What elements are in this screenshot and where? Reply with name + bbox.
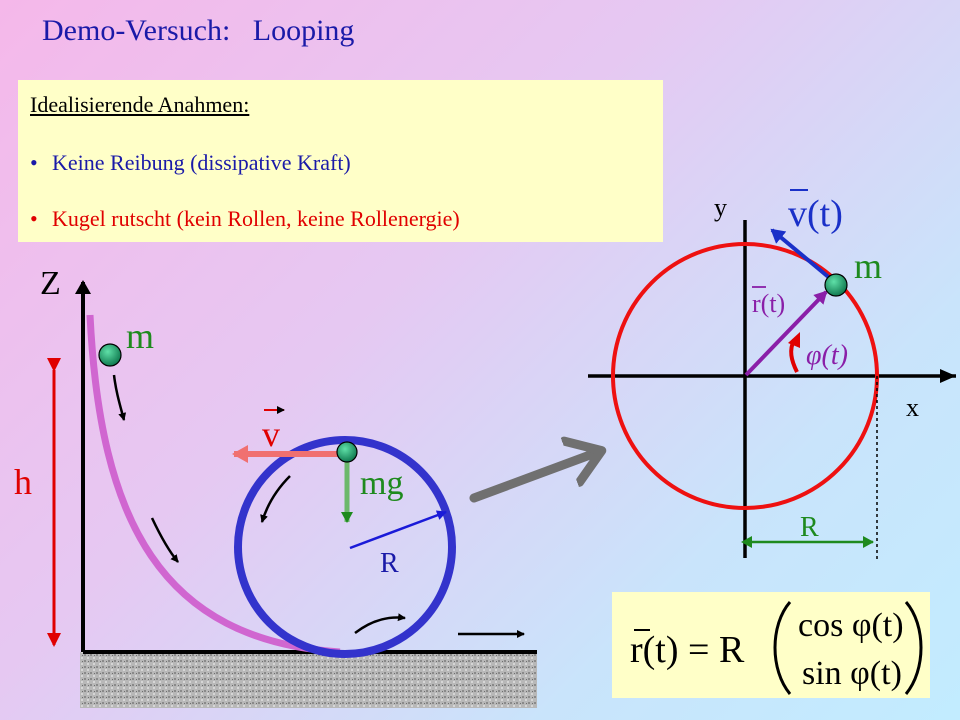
angle-label: φ(t) <box>806 340 848 371</box>
assumptions-box: Idealisierende Anahmen: • Keine Reibung (… <box>18 80 663 242</box>
position-label: r(t) <box>752 289 785 318</box>
assumption-text-friction: Keine Reibung (dissipative Kraft) <box>52 150 351 175</box>
x-axis-arrowhead <box>940 369 956 383</box>
velocity-label: v <box>262 414 280 454</box>
motion-arrow <box>260 475 291 523</box>
position-vector <box>744 290 828 377</box>
gravity-label: mg <box>360 465 403 502</box>
radius-label-right: R <box>800 512 819 543</box>
transition-arrow <box>469 452 598 503</box>
radius-arrow <box>349 510 447 550</box>
ball-circle <box>824 273 848 297</box>
x-axis-label: x <box>906 393 919 422</box>
position-formula: r(t) = R cos φ(t) sin φ(t) <box>630 601 923 695</box>
loop-circle <box>234 436 456 658</box>
ball-start <box>98 343 122 367</box>
angle-arrowhead <box>788 332 800 348</box>
motion-arrow <box>112 374 127 421</box>
formula-lhs: r(t) = R <box>630 629 745 671</box>
formula-row-cos: cos φ(t) <box>798 607 904 644</box>
bullet-icon: • <box>30 150 38 175</box>
assumption-item-friction: • Keine Reibung (dissipative Kraft) <box>30 150 351 176</box>
ground <box>80 652 537 708</box>
assumption-item-sliding: • Kugel rutscht (kein Rollen, keine Rolle… <box>30 206 460 232</box>
radius-label: R <box>380 548 399 579</box>
y-axis-label: y <box>714 193 727 222</box>
motion-arrow <box>150 517 179 563</box>
formula-row-sin: sin φ(t) <box>802 655 902 692</box>
velocity-label-right: v(t) <box>788 193 843 235</box>
track <box>86 314 341 656</box>
motion-arrow <box>354 613 406 634</box>
bullet-icon: • <box>30 206 38 231</box>
matrix-bracket-right <box>904 601 923 695</box>
page-title: Demo-Versuch: Looping <box>42 14 355 47</box>
mass-label-right: m <box>854 246 882 286</box>
ball-top <box>336 441 358 463</box>
formula-box <box>612 592 930 698</box>
mass-label-left: m <box>126 316 154 356</box>
matrix-bracket-left <box>773 601 792 695</box>
assumptions-heading: Idealisierende Anahmen: <box>30 92 250 117</box>
z-axis-label: Z <box>40 265 61 302</box>
height-label: h <box>14 462 32 502</box>
velocity-vector <box>770 228 834 282</box>
assumption-text-sliding: Kugel rutscht (kein Rollen, keine Rollen… <box>52 206 460 231</box>
